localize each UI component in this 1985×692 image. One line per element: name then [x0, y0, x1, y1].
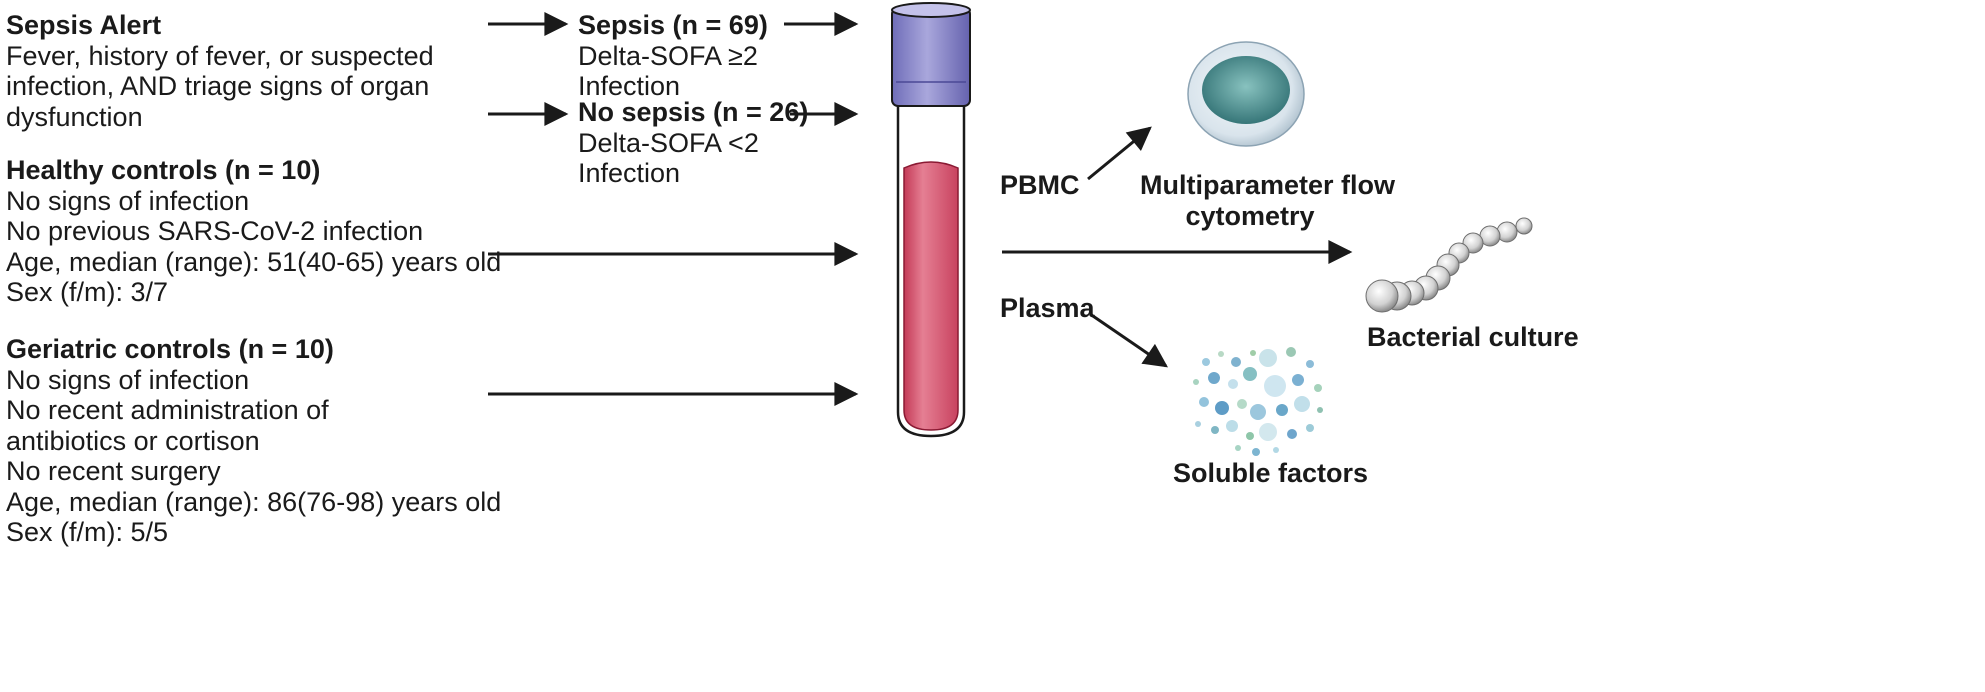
- bacteria-chain-icon: [1365, 217, 1533, 313]
- group-geriatric-controls: Geriatric controls (n = 10) No signs of …: [6, 334, 501, 548]
- subgroup-line: Delta-SOFA <2: [578, 127, 759, 158]
- group-sepsis-alert: Sepsis Alert Fever, history of fever, or…: [6, 10, 434, 132]
- subgroup-no-sepsis: No sepsis (n = 26) Delta-SOFA <2 Infecti…: [578, 97, 808, 189]
- group-line: dysfunction: [6, 101, 143, 132]
- group-line: No previous SARS-CoV-2 infection: [6, 216, 424, 246]
- group-title: Sepsis Alert: [6, 10, 162, 40]
- pbmc-cell-icon: [1187, 41, 1305, 147]
- group-line: No signs of infection: [6, 185, 250, 216]
- pbmc-label: PBMC: [1000, 170, 1080, 200]
- group-line: Age, median (range): 86(76-98) years old: [6, 486, 502, 517]
- group-line: antibiotics or cortison: [6, 425, 260, 456]
- blood-tube-icon: [891, 2, 971, 438]
- group-title: Healthy controls (n = 10): [6, 155, 321, 185]
- flow-cytometry-line2: cytometry: [1185, 201, 1315, 231]
- group-line: Fever, history of fever, or suspected: [6, 40, 434, 71]
- group-line: No signs of infection: [6, 364, 250, 395]
- group-line: Sex (f/m): 3/7: [6, 277, 169, 307]
- arrow-pbmc-to-flow: [1087, 126, 1152, 181]
- bacterial-culture-label: Bacterial culture: [1367, 322, 1579, 352]
- subgroup-title: Sepsis (n = 69): [578, 10, 768, 40]
- subgroup-line: Infection: [578, 158, 681, 188]
- subgroup-line: Infection: [578, 71, 681, 101]
- subgroup-title: No sepsis (n = 26): [578, 97, 809, 127]
- arrow-plasma-to-soluble: [1089, 312, 1168, 368]
- subgroup-line: Delta-SOFA ≥2: [578, 40, 758, 71]
- plasma-label: Plasma: [1000, 293, 1095, 323]
- group-line: infection, AND triage signs of organ: [6, 71, 430, 101]
- flow-cytometry-label: Multiparameter flow cytometry: [1140, 170, 1396, 232]
- group-line: Sex (f/m): 5/5: [6, 517, 169, 547]
- group-healthy-controls: Healthy controls (n = 10) No signs of in…: [6, 155, 501, 308]
- soluble-factors-particles-icon: [1193, 347, 1323, 456]
- flow-cytometry-line1: Multiparameter flow: [1140, 170, 1396, 200]
- group-title: Geriatric controls (n = 10): [6, 334, 334, 364]
- group-line: Age, median (range): 51(40-65) years old: [6, 246, 502, 277]
- soluble-factors-label: Soluble factors: [1173, 458, 1369, 488]
- subgroup-sepsis: Sepsis (n = 69) Delta-SOFA ≥2 Infection: [578, 10, 768, 102]
- group-line: No recent surgery: [6, 456, 221, 486]
- group-line: No recent administration of: [6, 395, 329, 425]
